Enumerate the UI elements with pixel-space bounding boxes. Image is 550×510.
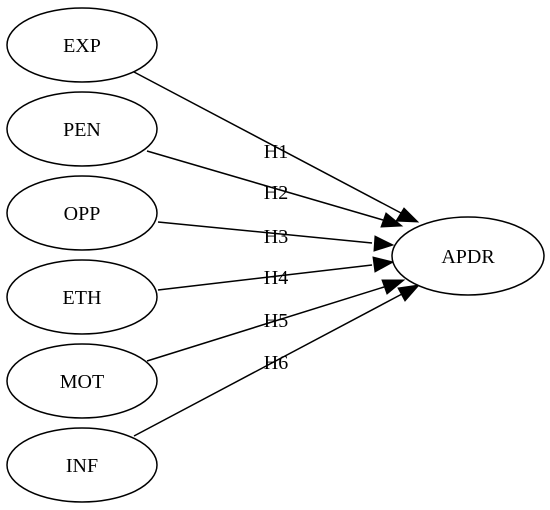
edge-label-h5: H5 — [264, 310, 288, 332]
edge-opp-apdr: H3 — [157, 221, 395, 252]
node-exp: EXP — [6, 7, 158, 83]
node-label-exp: EXP — [63, 35, 101, 57]
edge-label-h2: H2 — [264, 182, 288, 204]
edge-mot-apdr: H5 — [146, 279, 406, 362]
node-eth: ETH — [6, 259, 158, 335]
node-label-mot: MOT — [60, 371, 104, 393]
node-opp: OPP — [6, 175, 158, 251]
edge-label-h6: H6 — [264, 352, 288, 374]
node-inf: INF — [6, 427, 158, 503]
node-label-eth: ETH — [63, 287, 102, 309]
edge-label-h4: H4 — [264, 267, 288, 289]
node-pen: PEN — [6, 91, 158, 167]
node-mot: MOT — [6, 343, 158, 419]
edge-exp-apdr: H1 — [133, 71, 420, 223]
edge-label-h1: H1 — [264, 141, 288, 163]
node-apdr: APDR — [391, 216, 545, 296]
edge-eth-apdr: H4 — [157, 256, 395, 291]
node-label-pen: PEN — [63, 119, 101, 141]
edge-label-h3: H3 — [264, 226, 288, 248]
edge-inf-apdr: H6 — [133, 284, 421, 437]
node-label-opp: OPP — [64, 203, 101, 225]
edge-pen-apdr: H2 — [146, 150, 404, 228]
node-label-apdr: APDR — [441, 246, 495, 268]
node-label-inf: INF — [66, 455, 98, 477]
